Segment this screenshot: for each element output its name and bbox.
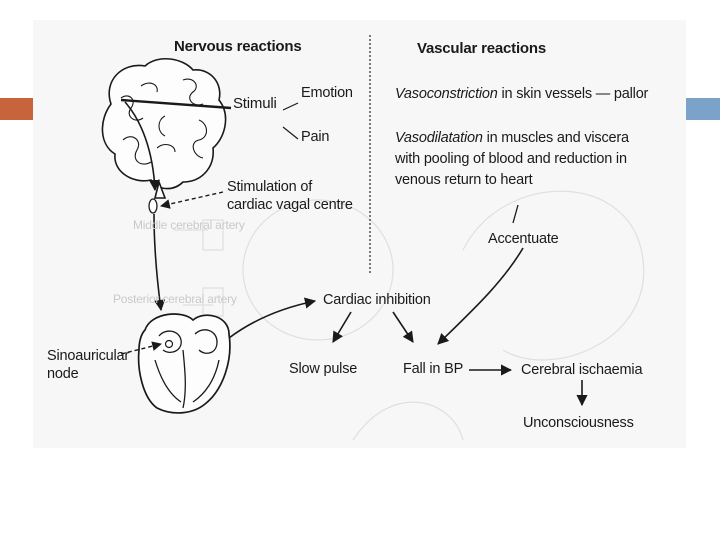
vasodilatation-rest: in muscles and viscera bbox=[482, 130, 629, 146]
vasoconstriction-rest: in skin vessels — pallor bbox=[497, 86, 649, 102]
diagram-scan: Nervous reactions Vascular reactions Sti… bbox=[33, 20, 686, 448]
diagram-graphics bbox=[101, 35, 645, 441]
emotion-label: Emotion bbox=[301, 85, 353, 101]
accent-bar-left bbox=[0, 98, 33, 120]
vasodilatation-line1: Vasodilatation in muscles and viscera bbox=[395, 129, 629, 147]
stimuli-label: Stimuli bbox=[233, 95, 277, 112]
vasodilatation-line2: with pooling of blood and reduction in bbox=[395, 151, 627, 167]
nervous-title: Nervous reactions bbox=[174, 38, 302, 55]
accent-bar-right bbox=[686, 98, 720, 120]
vagal-label-line1: Stimulation of bbox=[227, 179, 313, 195]
cerebral-ischaemia-label: Cerebral ischaemia bbox=[521, 362, 643, 378]
vasoconstriction-text: Vasoconstriction in skin vessels — pallo… bbox=[395, 85, 648, 103]
vasodilatation-term: Vasodilatation bbox=[395, 130, 483, 146]
fall-in-bp-label: Fall in BP bbox=[403, 361, 464, 377]
vagal-centre-marker bbox=[148, 198, 158, 214]
heart-icon bbox=[137, 313, 231, 414]
vasodilatation-line3: venous return to heart bbox=[395, 172, 533, 188]
pain-label: Pain bbox=[301, 129, 330, 145]
vagal-stimulation-dashed bbox=[160, 191, 224, 209]
accentuate-label: Accentuate bbox=[488, 231, 559, 247]
emotion-pointer bbox=[282, 102, 299, 111]
bleed-text-post: Posterior cerebral artery bbox=[113, 292, 237, 306]
sa-node-label-line1: Sinoauricular bbox=[47, 348, 130, 364]
vasodilatation-to-accentuate bbox=[512, 204, 519, 224]
vasoconstriction-term: Vasoconstriction bbox=[395, 86, 498, 102]
heart-to-inhibition-arrow bbox=[228, 297, 317, 339]
pain-pointer bbox=[282, 126, 299, 140]
sa-node-label-line2: node bbox=[47, 366, 79, 382]
vascular-title: Vascular reactions bbox=[417, 40, 546, 57]
stimuli-pointer bbox=[120, 98, 232, 110]
bleed-through bbox=[163, 139, 645, 441]
inhibition-to-slow-pulse-arrow bbox=[332, 311, 352, 343]
vagus-nerve-arrow bbox=[153, 213, 166, 312]
brain-icon bbox=[101, 58, 227, 199]
slow-pulse-label: Slow pulse bbox=[289, 361, 358, 377]
vagal-label-line2: cardiac vagal centre bbox=[227, 197, 353, 213]
unconsciousness-label: Unconsciousness bbox=[523, 415, 634, 431]
accentuate-arrow bbox=[437, 247, 524, 345]
inhibition-to-fall-bp-arrow bbox=[392, 311, 414, 343]
bleed-text-mid: Middle cerebral artery bbox=[133, 218, 245, 232]
brain-pathway-arrow bbox=[124, 101, 161, 192]
cardiac-inhibition-label: Cardiac inhibition bbox=[323, 292, 431, 308]
